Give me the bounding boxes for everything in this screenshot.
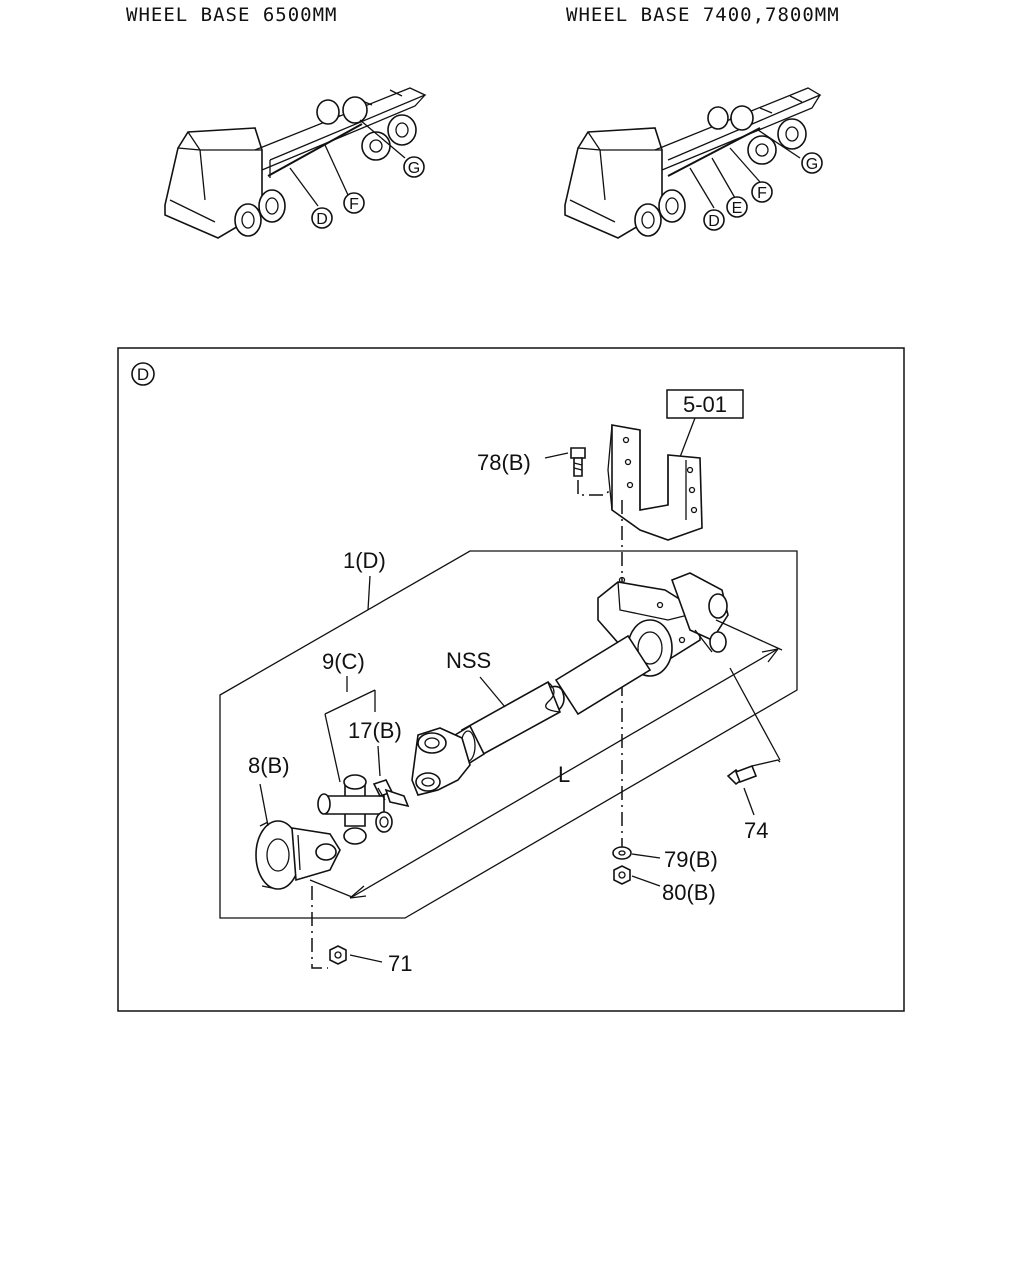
svg-text:D: D xyxy=(316,211,328,228)
label-part-8: 8(B) xyxy=(248,753,290,778)
grease-fitting xyxy=(372,779,410,808)
label-part-74: 74 xyxy=(744,818,768,843)
header-right-wheelbase: WHEEL BASE 7400,7800MM xyxy=(566,4,840,26)
shaft-rear xyxy=(546,634,652,716)
leader-part-74 xyxy=(743,787,755,816)
svg-text:D: D xyxy=(708,213,720,230)
callout-e-right: E xyxy=(726,196,748,218)
callout-g-right: G xyxy=(801,152,823,174)
bolt-74 xyxy=(726,759,781,786)
truck-overview-right: D E F G xyxy=(564,87,823,239)
washer-79 xyxy=(612,846,661,860)
svg-text:5-01: 5-01 xyxy=(683,392,727,417)
callout-d-right: D xyxy=(703,209,725,231)
leader-part-17 xyxy=(377,745,381,777)
svg-text:E: E xyxy=(732,200,743,217)
companion-flange xyxy=(255,820,341,890)
callout-d-left: D xyxy=(311,207,333,229)
nut-80 xyxy=(613,865,661,887)
universal-joint-spider xyxy=(317,774,393,845)
label-nss: NSS xyxy=(446,648,491,673)
sleeve-yoke xyxy=(411,727,471,796)
leader-part-8 xyxy=(259,783,269,827)
callout-f-right: F xyxy=(751,181,773,203)
svg-text:G: G xyxy=(408,160,420,177)
header-left-wheelbase: WHEEL BASE 6500MM xyxy=(126,4,338,26)
rear-flange-yoke xyxy=(670,572,729,653)
label-part-9: 9(C) xyxy=(322,649,365,674)
svg-text:F: F xyxy=(757,185,767,202)
assembly-outline xyxy=(219,550,798,919)
nut-71 xyxy=(311,886,383,969)
dimension-l xyxy=(309,619,783,899)
label-part-1: 1(D) xyxy=(343,548,386,573)
leader-nss xyxy=(479,676,506,708)
crossmember-bracket xyxy=(607,424,703,541)
leader-part-1 xyxy=(367,575,371,611)
label-part-17: 17(B) xyxy=(348,718,402,743)
leader-part-9 xyxy=(324,676,376,783)
label-dim-l: L xyxy=(558,762,570,787)
label-part-78: 78(B) xyxy=(477,450,531,475)
bolt-78 xyxy=(544,447,611,496)
callout-g-left: G xyxy=(403,156,425,178)
view-marker-d: D xyxy=(131,362,155,386)
label-part-80: 80(B) xyxy=(662,880,716,905)
shaft-front-nss xyxy=(453,680,562,766)
ref-box-5-01: 5-01 xyxy=(666,389,744,479)
callout-f-left: F xyxy=(343,192,365,214)
svg-text:G: G xyxy=(806,156,818,173)
svg-text:D: D xyxy=(137,365,149,384)
truck-overview-left: D F G xyxy=(164,87,427,239)
detail-view-d: D 5-01 xyxy=(117,347,905,1012)
label-part-79: 79(B) xyxy=(664,847,718,872)
svg-text:F: F xyxy=(349,196,359,213)
label-part-71: 71 xyxy=(388,951,412,976)
detail-frame xyxy=(117,347,905,1012)
